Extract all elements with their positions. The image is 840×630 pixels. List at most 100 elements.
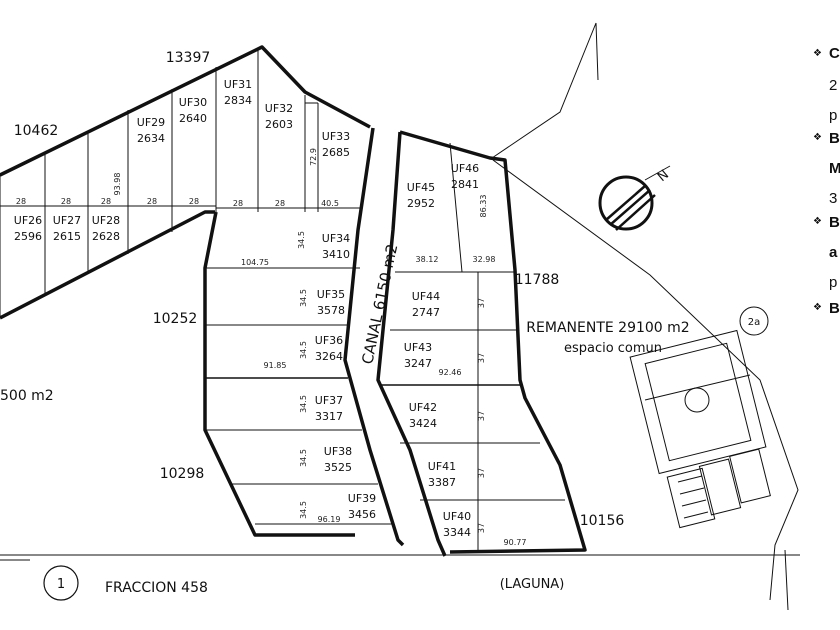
- side-bullet: ❖: [813, 132, 822, 143]
- lot-id: UF33: [322, 130, 350, 143]
- lot-area: 3317: [315, 410, 343, 423]
- remanente-title: REMANENTE 29100 m2: [526, 320, 689, 336]
- marker-2a-label: 2a: [748, 317, 761, 328]
- dimension: 32.98: [473, 255, 496, 264]
- lot-id: UF44: [412, 290, 440, 303]
- dimension: 96.19: [318, 515, 341, 524]
- laguna-label: (LAGUNA): [500, 577, 565, 592]
- side-text: C: [829, 45, 840, 62]
- north-arrow-icon: [598, 165, 671, 231]
- dimension: 28: [147, 197, 157, 206]
- dimension-labels: 28 28 28 28 28 28 28 40.5 93.98 72.9 104…: [16, 148, 527, 547]
- marker-2a: 2a: [739, 306, 769, 336]
- side-text: p: [829, 274, 837, 291]
- lot-id: UF45: [407, 181, 435, 194]
- fraccion-number: 1: [57, 577, 65, 592]
- lot-area: 3525: [324, 461, 352, 474]
- top-strip-outline: [0, 45, 371, 320]
- lot-id: UF35: [317, 288, 345, 301]
- lot-id: UF26: [14, 214, 42, 227]
- fraccion-label: FRACCION 458: [105, 580, 208, 596]
- parcel-labels: 13397 10462 10252 10298 11788 10156 500 …: [0, 50, 624, 529]
- lot-area: 3344: [443, 526, 471, 539]
- parcel-13397: 13397: [166, 50, 211, 66]
- lot-id: UF29: [137, 116, 165, 129]
- lot-id: UF38: [324, 445, 352, 458]
- dimension: 34.5: [299, 395, 308, 413]
- side-text: B: [829, 214, 840, 231]
- lot-id: UF42: [409, 401, 437, 414]
- dimension: 37: [477, 298, 486, 308]
- dimension: 34.5: [299, 449, 308, 467]
- dimension: 28: [189, 197, 199, 206]
- lot-id: UF41: [428, 460, 456, 473]
- lot-id: UF27: [53, 214, 81, 227]
- lot-labels: UF26 2596 UF27 2615 UF28 2628 UF29 2634 …: [14, 78, 479, 539]
- remanente-subtitle: espacio comun: [564, 341, 662, 356]
- dimension: 91.85: [264, 361, 287, 370]
- lot-area: 3424: [409, 417, 437, 430]
- side-text: B: [829, 300, 840, 317]
- dimension: 28: [16, 197, 26, 206]
- lot-area: 2603: [265, 118, 293, 131]
- east-block: [376, 130, 587, 557]
- lot-area: 2640: [179, 112, 207, 125]
- parcel-10252: 10252: [153, 311, 198, 327]
- side-bullet: ❖: [813, 48, 822, 59]
- dimension: 28: [101, 197, 111, 206]
- lot-id: UF31: [224, 78, 252, 91]
- lot-area: 2834: [224, 94, 252, 107]
- dimension: 90.77: [504, 538, 527, 547]
- side-panel: ❖ C 2 p ❖ B M 3 ❖ B a p ❖ B: [813, 45, 840, 317]
- dimension: 104.75: [241, 258, 269, 267]
- lot-id: UF36: [315, 334, 343, 347]
- dimension: 92.46: [439, 368, 462, 377]
- dimension: 37: [477, 468, 486, 478]
- dimension: 37: [477, 411, 486, 421]
- side-text: p: [829, 107, 837, 124]
- lot-id: UF43: [404, 341, 432, 354]
- dimension: 37: [477, 353, 486, 363]
- dimension: 34.5: [299, 341, 308, 359]
- lot-id: UF28: [92, 214, 120, 227]
- lot-area: 2596: [14, 230, 42, 243]
- side-text: B: [829, 130, 840, 147]
- lot-area: 3410: [322, 248, 350, 261]
- side-bullet: ❖: [813, 216, 822, 227]
- lot-area: 2634: [137, 132, 165, 145]
- side-text: 3: [829, 190, 837, 207]
- sports-fields: [629, 329, 771, 529]
- dimension: 34.5: [299, 501, 308, 519]
- lot-area: 2685: [322, 146, 350, 159]
- dimension: 38.12: [416, 255, 439, 264]
- side-text: 2: [829, 77, 837, 94]
- lot-area: 3456: [348, 508, 376, 521]
- lot-area: 2952: [407, 197, 435, 210]
- lot-id: UF46: [451, 162, 479, 175]
- dimension: 34.5: [299, 289, 308, 307]
- lot-area: 3387: [428, 476, 456, 489]
- parcel-11788: 11788: [515, 272, 560, 288]
- lot-area: 2747: [412, 306, 440, 319]
- dimension: 37: [477, 523, 486, 533]
- fraccion-marker: 1: [43, 565, 79, 601]
- side-text: M: [829, 160, 840, 177]
- side-text: a: [829, 244, 838, 261]
- north-label: N: [655, 167, 672, 185]
- lot-area: 2615: [53, 230, 81, 243]
- site-boundaries: [0, 22, 800, 611]
- parcel-10298: 10298: [160, 466, 205, 482]
- parcel-10156: 10156: [580, 513, 625, 529]
- dimension: 28: [61, 197, 71, 206]
- west-block: [203, 127, 405, 547]
- lot-id: UF30: [179, 96, 207, 109]
- lot-area: 2841: [451, 178, 479, 191]
- dimension: 93.98: [113, 173, 122, 196]
- dimension: 40.5: [321, 199, 339, 208]
- canal-label: CANAL 6150 m2: [358, 242, 401, 366]
- lot-id: UF32: [265, 102, 293, 115]
- dimension: 34.5: [297, 231, 306, 249]
- lot-id: UF37: [315, 394, 343, 407]
- dimension: 86.33: [479, 195, 488, 218]
